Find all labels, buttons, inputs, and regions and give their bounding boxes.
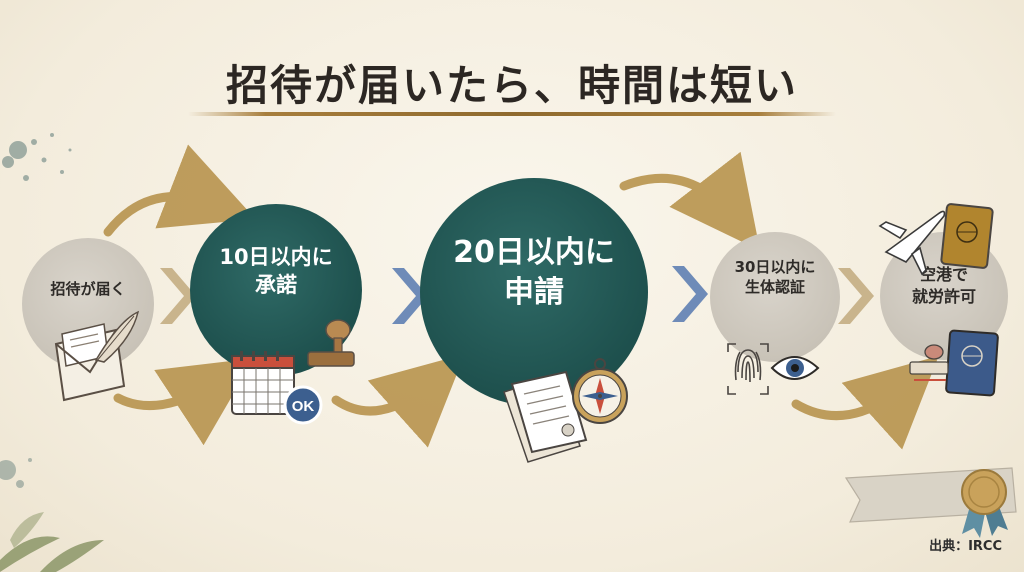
stamp-icon — [909, 344, 949, 381]
step-label-apply: 20日以内に 申請 — [453, 234, 615, 311]
step-label-accept: 10日以内に 承諾 — [219, 244, 333, 297]
chevron-right-icon — [672, 266, 708, 322]
curved-arrow-1-top — [103, 144, 256, 237]
leaf-decoration — [0, 512, 104, 572]
ink-splatter-top-left — [2, 133, 72, 181]
title-underline — [188, 112, 836, 116]
medal-icon — [961, 469, 1008, 538]
ink-splatter-left — [0, 458, 32, 488]
step-circle-accept: 10日以内に 承諾 — [190, 204, 362, 376]
step-label-biometrics: 30日以内に 生体認証 — [734, 257, 816, 296]
step-circle-apply: 20日以内に 申請 — [420, 178, 648, 406]
ok-badge-icon — [283, 385, 323, 425]
chevron-right-icon — [838, 268, 874, 324]
step-label-invitation: 招待が届く — [50, 279, 126, 298]
chevron-right-icon — [160, 268, 196, 324]
stamp-icon — [307, 319, 355, 367]
eye-icon — [770, 356, 820, 380]
passport-icon — [945, 329, 999, 397]
documents-icon — [503, 370, 588, 463]
passport-icon — [940, 203, 994, 269]
step-label-airport: 空港で 就労許可 — [911, 265, 976, 306]
compass-icon — [572, 358, 628, 424]
quill-icon — [94, 310, 140, 363]
curved-arrow-3-top — [619, 151, 761, 251]
curved-arrow-4-bottom — [791, 355, 939, 450]
curved-arrow-2-bottom — [331, 353, 465, 448]
page-title: 招待が届いたら、時間は短い — [225, 61, 798, 110]
curved-arrow-1-bottom — [113, 358, 255, 446]
ok-badge-text: OK — [292, 398, 315, 415]
airplane-icon — [878, 210, 946, 276]
fingerprint-icon — [727, 343, 769, 395]
calendar-icon — [231, 351, 295, 415]
source-citation: 出典：IRCC — [929, 539, 1002, 554]
step-circle-biometrics: 30日以内に 生体認証 — [710, 232, 840, 362]
